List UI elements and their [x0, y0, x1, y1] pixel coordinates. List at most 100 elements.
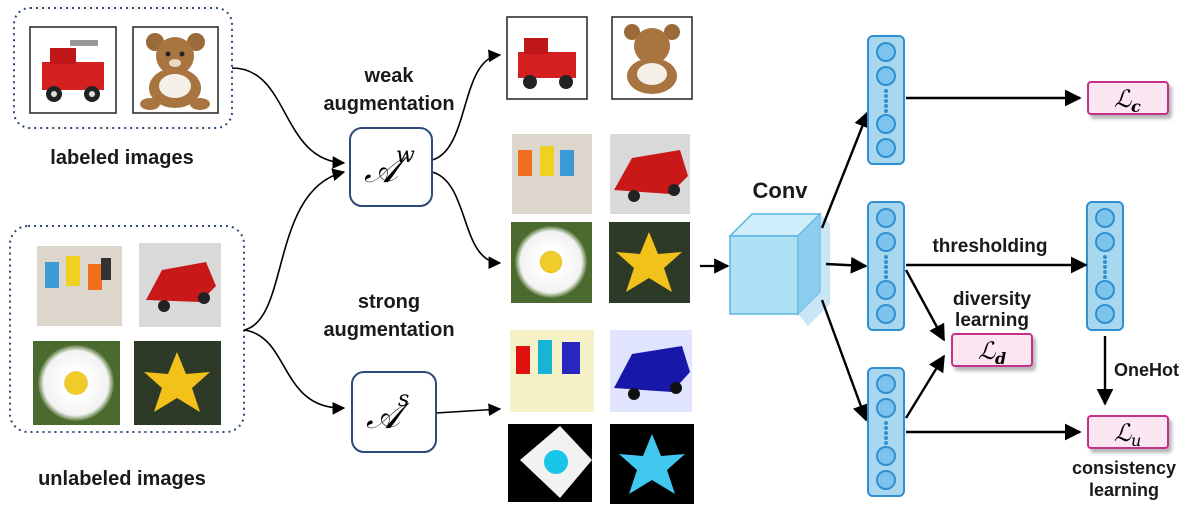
neuron-node: [876, 114, 896, 134]
neuron-node: [876, 304, 896, 324]
loss-lc-subscript: c: [1131, 97, 1141, 116]
strong-car-image: [610, 330, 692, 412]
loss-box-lc: [1087, 81, 1169, 115]
weak-car-image: [610, 134, 690, 214]
pseudo-label-column: [1086, 201, 1124, 331]
neuron-ellipsis-dot: [1103, 275, 1107, 279]
unlabeled-to-strong-arrow: [243, 329, 346, 415]
weak-prediction-column: [867, 201, 905, 331]
neuron-ellipsis-dot: [884, 441, 888, 445]
neuron-ellipsis-dot: [884, 109, 888, 113]
neuron-node: [876, 66, 896, 86]
neuron-ellipsis-dot: [884, 421, 888, 425]
neuron-node: [876, 398, 896, 418]
neuron-ellipsis-dot: [884, 275, 888, 279]
weak-aug-label-1: weak: [364, 65, 415, 87]
weak-firetruck-image: [506, 16, 588, 100]
labeled-images-label: labeled images: [50, 147, 193, 169]
weak-robots-image: [512, 134, 592, 214]
loss-box-ld: [951, 333, 1033, 367]
unlabeled-images-group: [9, 225, 245, 433]
loss-lu-symbol: ℒ: [1114, 419, 1132, 447]
neuron-node: [876, 374, 896, 394]
diversity-label-1: diversity: [953, 289, 1032, 310]
conv-cube: [728, 212, 830, 326]
neuron-node: [876, 446, 896, 466]
prediction-columns: [867, 35, 1124, 497]
neuron-node: [876, 280, 896, 300]
neuron-ellipsis-dot: [884, 426, 888, 430]
weak-aug-superscript: w: [396, 143, 415, 168]
conv-label: Conv: [753, 178, 809, 203]
neuron-node: [876, 232, 896, 252]
strong-aug-superscript: s: [398, 387, 409, 412]
unlabeled-dotted-border: [9, 225, 245, 433]
neuron-node: [1095, 208, 1115, 228]
onehot-label: OneHot: [1114, 360, 1179, 380]
weak-yellow-flower-image: [609, 222, 690, 303]
labeled-images-group: [13, 7, 233, 129]
neuron-ellipsis-dot: [884, 99, 888, 103]
strong-to-ld-arrow: [904, 354, 946, 419]
toy-car-image: [139, 243, 221, 327]
strong-aug-label-1: strong: [358, 291, 420, 313]
diversity-label-2: learning: [955, 310, 1029, 331]
loss-lc-symbol: ℒ: [1114, 85, 1132, 113]
daisy-image: [33, 341, 120, 425]
strong-unlabeled-outputs: [508, 330, 694, 504]
neuron-node: [876, 138, 896, 158]
labeled-prediction-column: [867, 35, 905, 165]
loss-ld-symbol: ℒ: [978, 337, 996, 365]
neuron-ellipsis-dot: [884, 260, 888, 264]
unlabeled-images-label: unlabeled images: [38, 468, 206, 490]
neuron-node: [1095, 304, 1115, 324]
labeled-to-weak-arrow: [231, 67, 346, 169]
neuron-node: [876, 470, 896, 490]
thresholding-label: thresholding: [932, 236, 1047, 257]
head-arrows: [904, 89, 1114, 441]
neuron-ellipsis-dot: [1103, 265, 1107, 269]
weak-augmentation-operator: 𝒜 w: [349, 127, 433, 207]
weak-aug-box: [349, 127, 433, 207]
neuron-ellipsis-dot: [884, 436, 888, 440]
conv-to-strong-arrow: [820, 299, 869, 422]
unlabeled-to-weak-arrow: [243, 168, 346, 331]
neuron-ellipsis-dot: [884, 431, 888, 435]
strong-daisy-image: [508, 424, 592, 502]
strong-aug-label-2: augmentation: [323, 319, 454, 341]
neuron-ellipsis-dot: [884, 270, 888, 274]
weak-to-unlabeled-out-arrow: [431, 171, 502, 270]
strong-prediction-column: [867, 367, 905, 497]
weak-labeled-outputs: [506, 16, 693, 100]
neuron-ellipsis-dot: [884, 265, 888, 269]
neuron-ellipsis-dot: [884, 89, 888, 93]
weak-aug-label-2: augmentation: [323, 93, 454, 115]
consistency-label-2: learning: [1089, 480, 1159, 500]
teddy-bear-image: [132, 26, 219, 114]
conv-to-weak-arrow: [825, 256, 868, 274]
neuron-ellipsis-dot: [884, 255, 888, 259]
neuron-ellipsis-dot: [1103, 260, 1107, 264]
neuron-node: [876, 208, 896, 228]
consistency-label-1: consistency: [1072, 458, 1176, 478]
loss-lu-subscript: u: [1131, 431, 1141, 450]
neuron-ellipsis-dot: [1103, 255, 1107, 259]
strong-aug-box: [351, 371, 437, 453]
conv-to-labeled-arrow: [820, 110, 871, 229]
weak-teddy-image: [611, 16, 693, 100]
neuron-node: [1095, 280, 1115, 300]
strong-to-out-arrow: [435, 403, 502, 417]
weak-to-labeled-out-arrow: [431, 49, 502, 161]
weak-unlabeled-outputs: [511, 134, 690, 303]
yellow-flower-image: [134, 341, 221, 425]
neuron-ellipsis-dot: [884, 94, 888, 98]
loss-ld-subscript: d: [995, 349, 1006, 368]
weak-to-ld-arrow: [904, 269, 946, 342]
loss-box-lu: [1087, 415, 1169, 449]
conv-output-arrows: [820, 110, 871, 422]
strong-flower-image: [610, 424, 694, 504]
input-connectors: [231, 49, 502, 417]
firetruck-image: [29, 26, 117, 114]
neuron-node: [1095, 232, 1115, 252]
